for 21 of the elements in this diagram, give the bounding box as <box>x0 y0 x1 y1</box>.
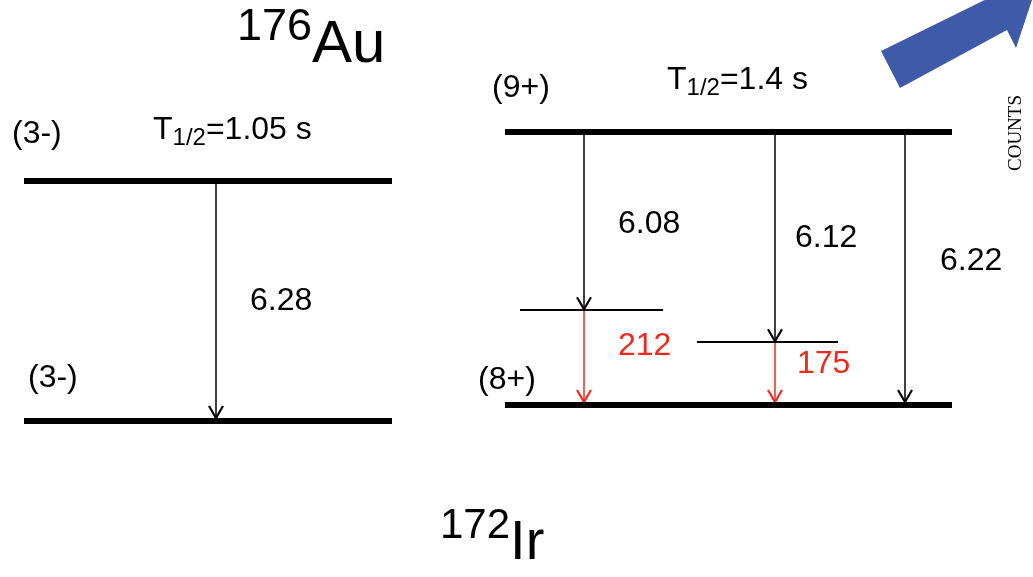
axis-title: COUNTS <box>1005 95 1024 171</box>
edge-label: 212 <box>618 328 672 360</box>
energy-level-line <box>697 341 838 343</box>
spin-parity-label: (3-) <box>12 116 62 148</box>
arrow <box>766 342 784 404</box>
spin-parity-label: (3-) <box>28 360 78 392</box>
arrow <box>896 134 914 404</box>
arrow <box>575 134 593 311</box>
edge-label: 6.08 <box>618 206 681 238</box>
edge-label: 6.12 <box>795 220 858 252</box>
edge-label: 6.22 <box>940 243 1003 275</box>
arrow <box>575 310 593 404</box>
arrow <box>207 183 225 420</box>
arrow <box>766 134 784 343</box>
edge-label: 175 <box>797 346 851 378</box>
half-life-label: T$_{1/2}$=1.4 s <box>667 62 808 94</box>
spin-parity-label: (8+) <box>478 362 536 394</box>
half-life-label: T$_{1/2}$=1.05 s <box>153 112 312 144</box>
spin-parity-label: (9+) <box>492 70 550 102</box>
edge-label: 6.28 <box>250 283 313 315</box>
energy-level-line <box>520 309 663 311</box>
